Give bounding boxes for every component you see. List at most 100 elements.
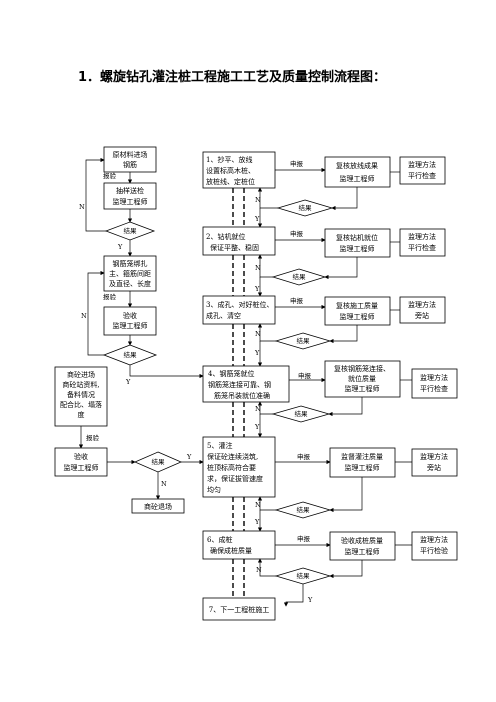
cage-binding-sub1: 主、箍筋间距 xyxy=(109,269,151,278)
step-6-n: N xyxy=(256,566,262,574)
concrete-exit-label: 商砼退场 xyxy=(144,502,172,511)
step-3-result-diamond xyxy=(274,332,332,350)
step-1-report: 申报 xyxy=(290,159,304,168)
step-1-line3: 放桩线、定桩位 xyxy=(206,177,255,186)
step-5-report: 申报 xyxy=(297,452,311,461)
material-entry-sub: 钢筋 xyxy=(123,160,137,169)
step-1-result-diamond xyxy=(276,199,334,217)
step-5-n: N xyxy=(255,501,261,509)
step-6-method-box xyxy=(411,531,458,561)
concrete-accept-sub: 监理工程师 xyxy=(64,463,99,472)
step-1-title: 1、抄平、放线 xyxy=(206,155,252,164)
concrete-entry-sub3: 配合比、塌落 xyxy=(60,400,102,409)
step-6-method-value: 平行检验 xyxy=(420,546,448,555)
sample-test-label: 抽样送检 xyxy=(116,186,144,195)
step-2-check-label: 复核钻机就位 xyxy=(336,233,378,242)
step-5-method-label: 监理方法 xyxy=(420,452,448,461)
step-1: 1、抄平、放线 设置标高木桩、 放桩线、定桩位 申报 复核放线成果 监理工程师 … xyxy=(202,151,446,228)
concrete-entry-sub1: 商砼站资料, xyxy=(62,380,99,389)
material-inspection-chain: 原材料进场 钢筋 报验 抽样送检 监理工程师 结果 N Y 钢筋笼绑扎 主、箍筋… xyxy=(79,146,204,386)
step-2: 2、钻机就位 保证平整、稳固 申报 复核钻机就位 监理工程师 监理方法 平行检查… xyxy=(202,226,446,297)
step-4-report: 申报 xyxy=(298,371,312,380)
cage-accept-sub: 监理工程师 xyxy=(113,321,148,330)
step-3-check-sub: 监理工程师 xyxy=(340,312,375,321)
cage-binding-label: 钢筋笼绑扎 xyxy=(113,259,148,268)
step-3-n: N xyxy=(255,330,261,338)
step-4-result-label: 结果 xyxy=(295,409,309,418)
result-label-1: 结果 xyxy=(124,226,138,235)
step-5-check-label: 监督灌注质量 xyxy=(341,452,383,461)
step-4-method-box xyxy=(411,368,458,399)
step-1-method-box xyxy=(399,156,446,185)
step-6-line2: 确保成桩质量 xyxy=(210,546,252,555)
step-3-box xyxy=(202,295,276,325)
report-label-1: 报验 xyxy=(103,171,117,180)
y-label-left-3: Y xyxy=(186,453,192,461)
n-label-left-3: N xyxy=(161,480,167,488)
step-5-result-diamond xyxy=(274,501,332,519)
step-1-check-sub: 监理工程师 xyxy=(340,174,375,183)
step-4-title: 4、钢筋笼就位 xyxy=(208,369,254,378)
step-6-report: 申报 xyxy=(297,534,311,543)
step-2-method-label: 监理方法 xyxy=(408,232,436,241)
n-label-left-2: N xyxy=(81,312,87,320)
step-4-box xyxy=(202,365,290,403)
step-4-n: N xyxy=(255,405,261,413)
step-2-result-label: 结果 xyxy=(293,272,307,281)
step-3-method-value: 旁站 xyxy=(415,311,429,320)
step-4-line3: 筋笼吊装就位准确 xyxy=(214,391,270,400)
step-6-method-label: 监理方法 xyxy=(420,535,448,544)
step-2-title: 2、钻机就位 xyxy=(206,232,245,241)
step-2-check-sub: 监理工程师 xyxy=(340,244,375,253)
step-5-line5: 均匀 xyxy=(207,485,221,494)
step-5-check-sub: 监理工程师 xyxy=(345,463,380,472)
step-5-method-value: 旁站 xyxy=(427,463,441,472)
step-1-box xyxy=(202,151,276,189)
step-3-check-label: 复核施工质量 xyxy=(336,301,378,310)
step-1-n: N xyxy=(255,196,261,204)
step-1-method-value: 平行检查 xyxy=(408,171,436,180)
report-label-3: 报验 xyxy=(86,433,100,442)
step-1-check-box xyxy=(324,156,391,188)
concrete-accept-label: 验收 xyxy=(74,452,88,461)
step-6-result-label: 结果 xyxy=(297,571,311,580)
sample-test-sub: 监理工程师 xyxy=(113,197,148,206)
step-5-line2: 保证砼连续浇筑, xyxy=(207,452,258,461)
step-3-report: 申报 xyxy=(290,296,304,305)
step-4-method-label: 监理方法 xyxy=(420,373,448,382)
step-3-method-label: 监理方法 xyxy=(408,300,436,309)
step-1-y: Y xyxy=(254,215,260,223)
step-6: 6、成桩 确保成桩质量 申报 验收成桩质量 监理工程师 监理方法 平行检验 结果… xyxy=(202,530,458,607)
step-3-check-box xyxy=(324,296,391,326)
report-label-2: 报验 xyxy=(103,292,117,301)
step-4-y: Y xyxy=(254,423,260,431)
step-5-line3: 桩顶标高符合要 xyxy=(207,463,256,472)
y-label-left-2: Y xyxy=(125,378,131,386)
step-2-line2: 保证平整、稳固 xyxy=(210,243,259,252)
step-2-report: 申报 xyxy=(290,229,304,238)
step-6-title: 6、成桩 xyxy=(207,535,232,544)
step-6-check-label: 验收成桩质量 xyxy=(341,536,383,545)
step-5-line4: 求，保证拔管速度 xyxy=(207,474,263,483)
step-2-method-box xyxy=(399,228,446,257)
page-title: 1．螺旋钻孔灌注桩工程施工工艺及质量控制流程图： xyxy=(78,70,387,85)
n-label-left-1: N xyxy=(79,203,85,211)
step-2-y: Y xyxy=(254,285,260,293)
cage-binding-sub2: 及直径、长度 xyxy=(109,279,151,288)
step-7: 7、下一工程桩施工 xyxy=(202,597,276,621)
concrete-accept-box xyxy=(54,447,108,477)
step-6-check-box xyxy=(329,531,396,561)
concrete-entry-sub4: 度 xyxy=(78,410,85,419)
cage-accept-label: 验收 xyxy=(123,311,137,320)
step-2-check-box xyxy=(324,228,391,258)
concrete-entry-sub2: 备料情况 xyxy=(67,390,95,399)
step-6-box xyxy=(202,530,276,560)
step-1-check-label: 复核放线成果 xyxy=(336,161,378,170)
step-3-y: Y xyxy=(254,349,260,357)
step-4-method-value: 平行检查 xyxy=(420,384,448,393)
step-4-check-label: 复核钢筋笼连接、 xyxy=(334,364,390,373)
cage-accept-box xyxy=(103,306,157,336)
step-4-check-sub1: 就位质量 xyxy=(348,374,376,383)
step-3-method-box xyxy=(399,296,446,324)
step-5-check-box xyxy=(329,447,396,478)
